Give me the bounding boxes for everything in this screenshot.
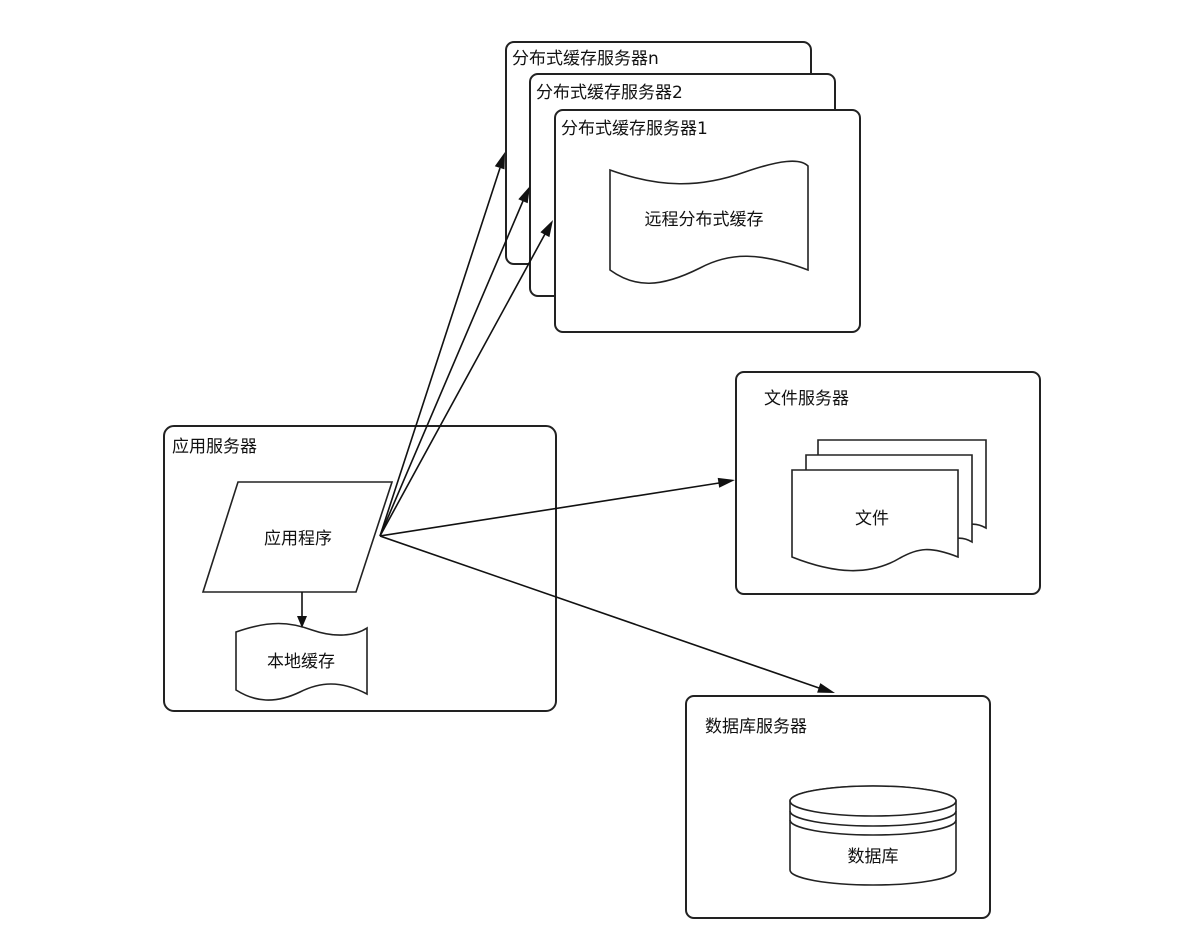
database-cylinder-ring-1 [789,810,957,827]
cache-server-1-title: 分布式缓存服务器1 [561,119,708,139]
database-cylinder-ring-2 [789,819,957,836]
cache-server-2-title: 分布式缓存服务器2 [536,83,683,103]
arrow-to-cache-server-2 [379,200,524,537]
file-server-title: 文件服务器 [764,389,849,409]
remote-cache-document [609,160,809,285]
app-server-title: 应用服务器 [172,437,257,457]
file-server: 文件服务器 文件 [735,371,1041,595]
arrow-to-file-server [379,482,720,537]
db-server-title: 数据库服务器 [705,717,807,737]
db-server: 数据库服务器 数据库 [685,695,991,919]
app-server: 应用服务器 应用程序 本地缓存 [163,425,557,712]
files-label: 文件 [855,509,889,529]
cache-server-n-title: 分布式缓存服务器n [512,49,659,69]
arrowhead-file-server [717,477,735,488]
arrowhead-db-server [817,683,835,693]
remote-cache-label: 远程分布式缓存 [645,210,764,230]
arrowhead-local-cache [297,616,307,628]
local-cache-document [235,622,368,701]
cache-server-stack: 分布式缓存服务器n 分布式缓存服务器2 分布式缓存服务器1 远程分布式缓存 [505,41,861,333]
arrow-to-db-server [379,535,820,689]
cache-server-1: 分布式缓存服务器1 远程分布式缓存 [554,109,861,333]
database-label: 数据库 [848,847,899,867]
app-program-label: 应用程序 [264,529,332,549]
database-cylinder-top [789,785,957,817]
local-cache-label: 本地缓存 [267,652,335,672]
arrow-to-cache-server-n [379,167,501,537]
arrowhead-cache-server-2 [518,186,530,204]
file-page-front [791,469,959,572]
app-program-shape [201,481,394,593]
arrowhead-cache-server-1 [540,220,553,238]
connectors [297,152,835,693]
arrowhead-cache-server-n [494,152,505,170]
arrow-to-cache-server-1 [379,233,546,537]
